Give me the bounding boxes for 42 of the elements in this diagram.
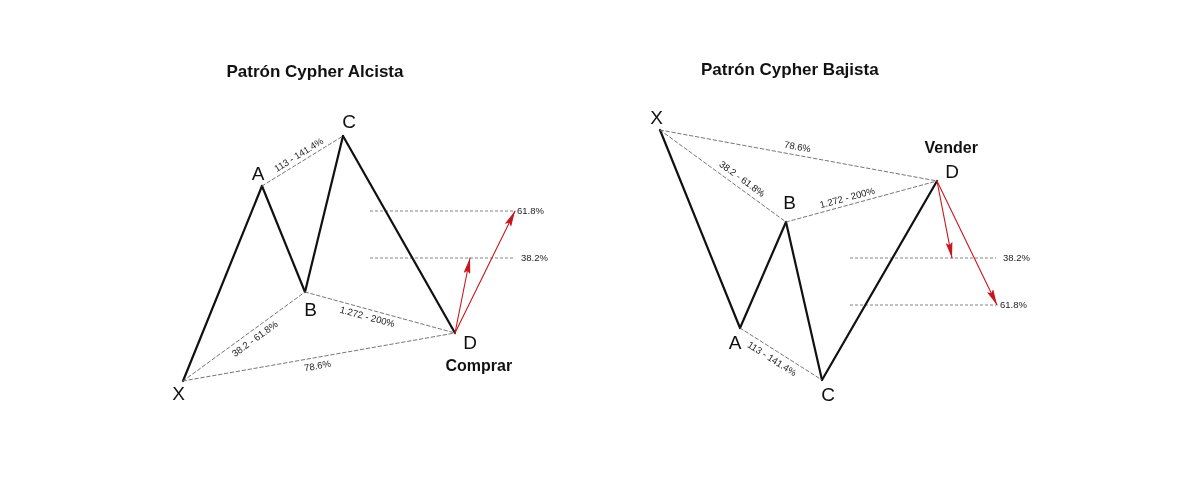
target-arrow bbox=[936, 180, 998, 306]
ratio-line bbox=[304, 291, 456, 334]
point-label: D bbox=[463, 333, 477, 352]
ratio-line bbox=[739, 327, 823, 381]
point-label: X bbox=[650, 108, 663, 127]
ratio-line bbox=[785, 180, 938, 223]
price-swing-line bbox=[303, 134, 345, 294]
ratio-label: 78.6% bbox=[783, 139, 812, 155]
signal-label: Vender bbox=[924, 139, 978, 157]
level-label: 38.2% bbox=[1003, 253, 1030, 263]
point-label: D bbox=[945, 162, 959, 181]
point-label: X bbox=[172, 384, 185, 403]
level-label: 38.2% bbox=[521, 253, 548, 263]
price-swing-line bbox=[658, 128, 742, 330]
point-label: C bbox=[342, 112, 356, 131]
ratio-line bbox=[182, 291, 306, 382]
signal-label: Comprar bbox=[445, 357, 513, 375]
chart-title: Patrón Cypher Bajista bbox=[701, 60, 879, 80]
price-swing-line bbox=[181, 184, 264, 383]
price-swing-line bbox=[784, 220, 824, 382]
target-arrow bbox=[454, 210, 516, 334]
ratio-line bbox=[182, 332, 456, 382]
chart-title: Patrón Cypher Alcista bbox=[226, 62, 404, 82]
price-swing-line bbox=[820, 179, 939, 382]
ratio-label: 1.272 - 200% bbox=[818, 185, 876, 211]
ratio-label: 1.272 - 200% bbox=[338, 305, 396, 330]
point-label: B bbox=[783, 193, 796, 212]
ratio-label: 78.6% bbox=[303, 359, 332, 374]
point-label: A bbox=[251, 164, 265, 183]
price-swing-line bbox=[341, 134, 457, 335]
ratio-line bbox=[659, 129, 938, 182]
ratio-line bbox=[261, 135, 344, 187]
point-label: A bbox=[728, 333, 742, 352]
point-label: C bbox=[821, 385, 835, 404]
price-swing-line bbox=[260, 184, 307, 294]
price-swing-line bbox=[738, 220, 788, 330]
target-arrow bbox=[936, 180, 953, 259]
point-label: B bbox=[304, 300, 317, 319]
level-label: 61.8% bbox=[517, 206, 544, 216]
ratio-line bbox=[659, 129, 787, 223]
target-arrow bbox=[454, 257, 471, 334]
level-label: 61.8% bbox=[1000, 300, 1027, 310]
